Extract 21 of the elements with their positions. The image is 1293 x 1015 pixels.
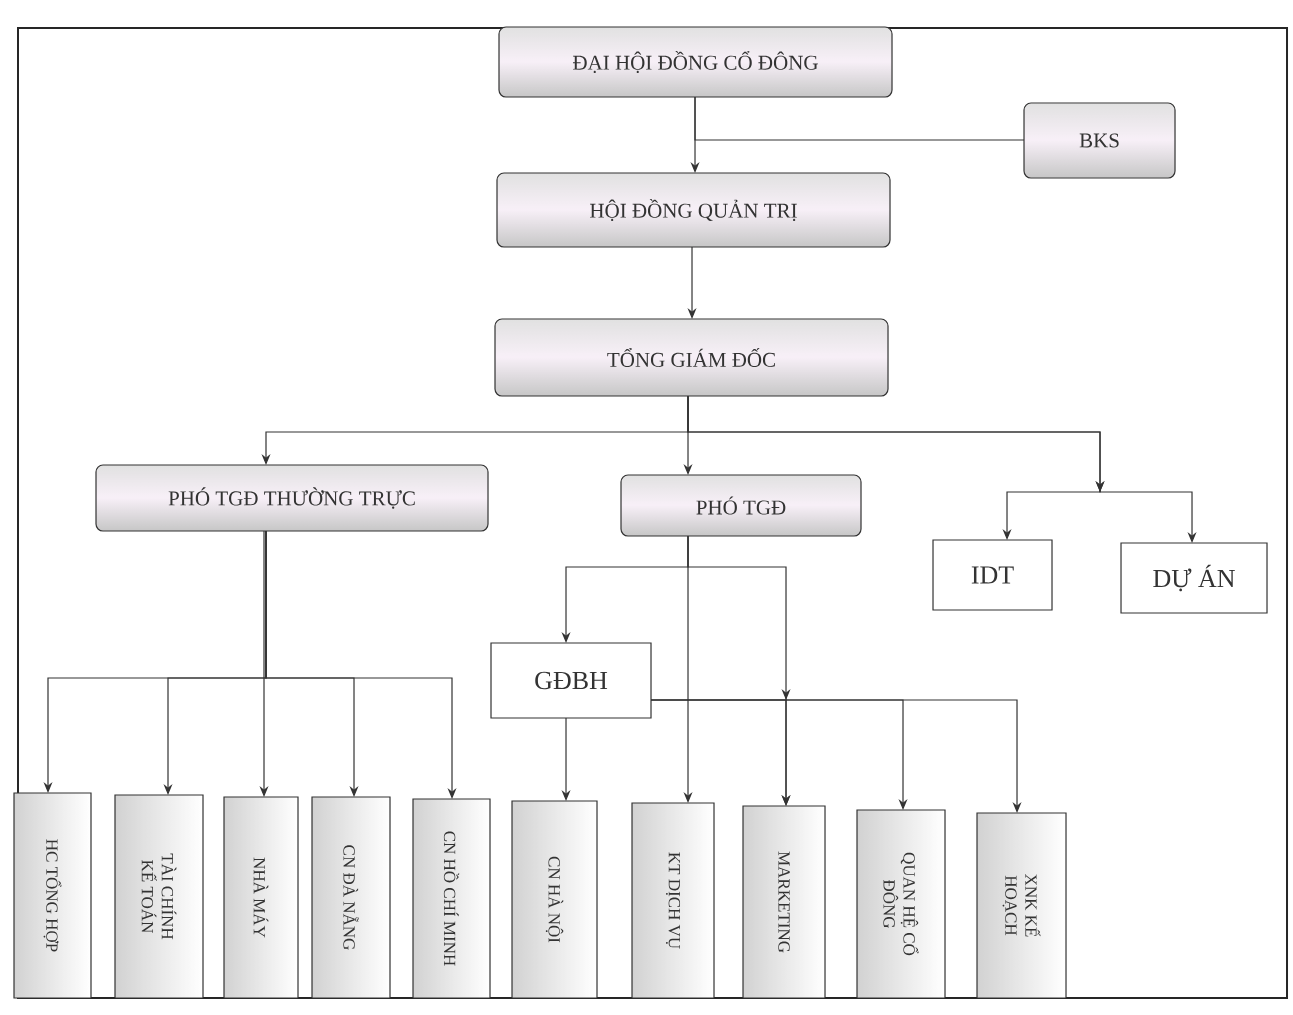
- department-box: CN HÀ NỘI: [511, 800, 598, 999]
- position-box: HỘI ĐỒNG QUẢN TRỊ: [496, 172, 891, 248]
- department-box: HC TỔNG HỢP: [13, 792, 92, 999]
- unit-box: IDT: [932, 539, 1053, 611]
- department-box: NHÀ MÁY: [223, 796, 299, 999]
- position-box: PHÓ TGĐ THƯỜNG TRỰC: [95, 464, 489, 532]
- unit-box: GĐBH: [490, 642, 652, 719]
- unit-box: DỰ ÁN: [1120, 542, 1268, 614]
- department-box: MARKETING: [742, 805, 826, 999]
- connector-line: [694, 96, 1025, 141]
- position-box: ĐẠI HỘI ĐỒNG CỔ ĐÔNG: [498, 26, 893, 98]
- department-box: KT DỊCH VỤ: [631, 802, 715, 999]
- department-box: CN ĐÀ NẴNG: [311, 796, 391, 999]
- department-box: TÀI CHÍNH KẾ TOÁN: [114, 794, 204, 999]
- position-box: BKS: [1023, 102, 1176, 179]
- arrow: [265, 530, 457, 799]
- department-box: QUAN HỆ CỔ ĐÔNG: [856, 809, 946, 999]
- department-box: CN HỒ CHÍ MINH: [412, 798, 491, 999]
- position-box: TỔNG GIÁM ĐỐC: [494, 318, 889, 397]
- position-box: PHÓ TGĐ: [620, 474, 862, 537]
- department-box: XNK KẾ HOẠCH: [976, 812, 1067, 999]
